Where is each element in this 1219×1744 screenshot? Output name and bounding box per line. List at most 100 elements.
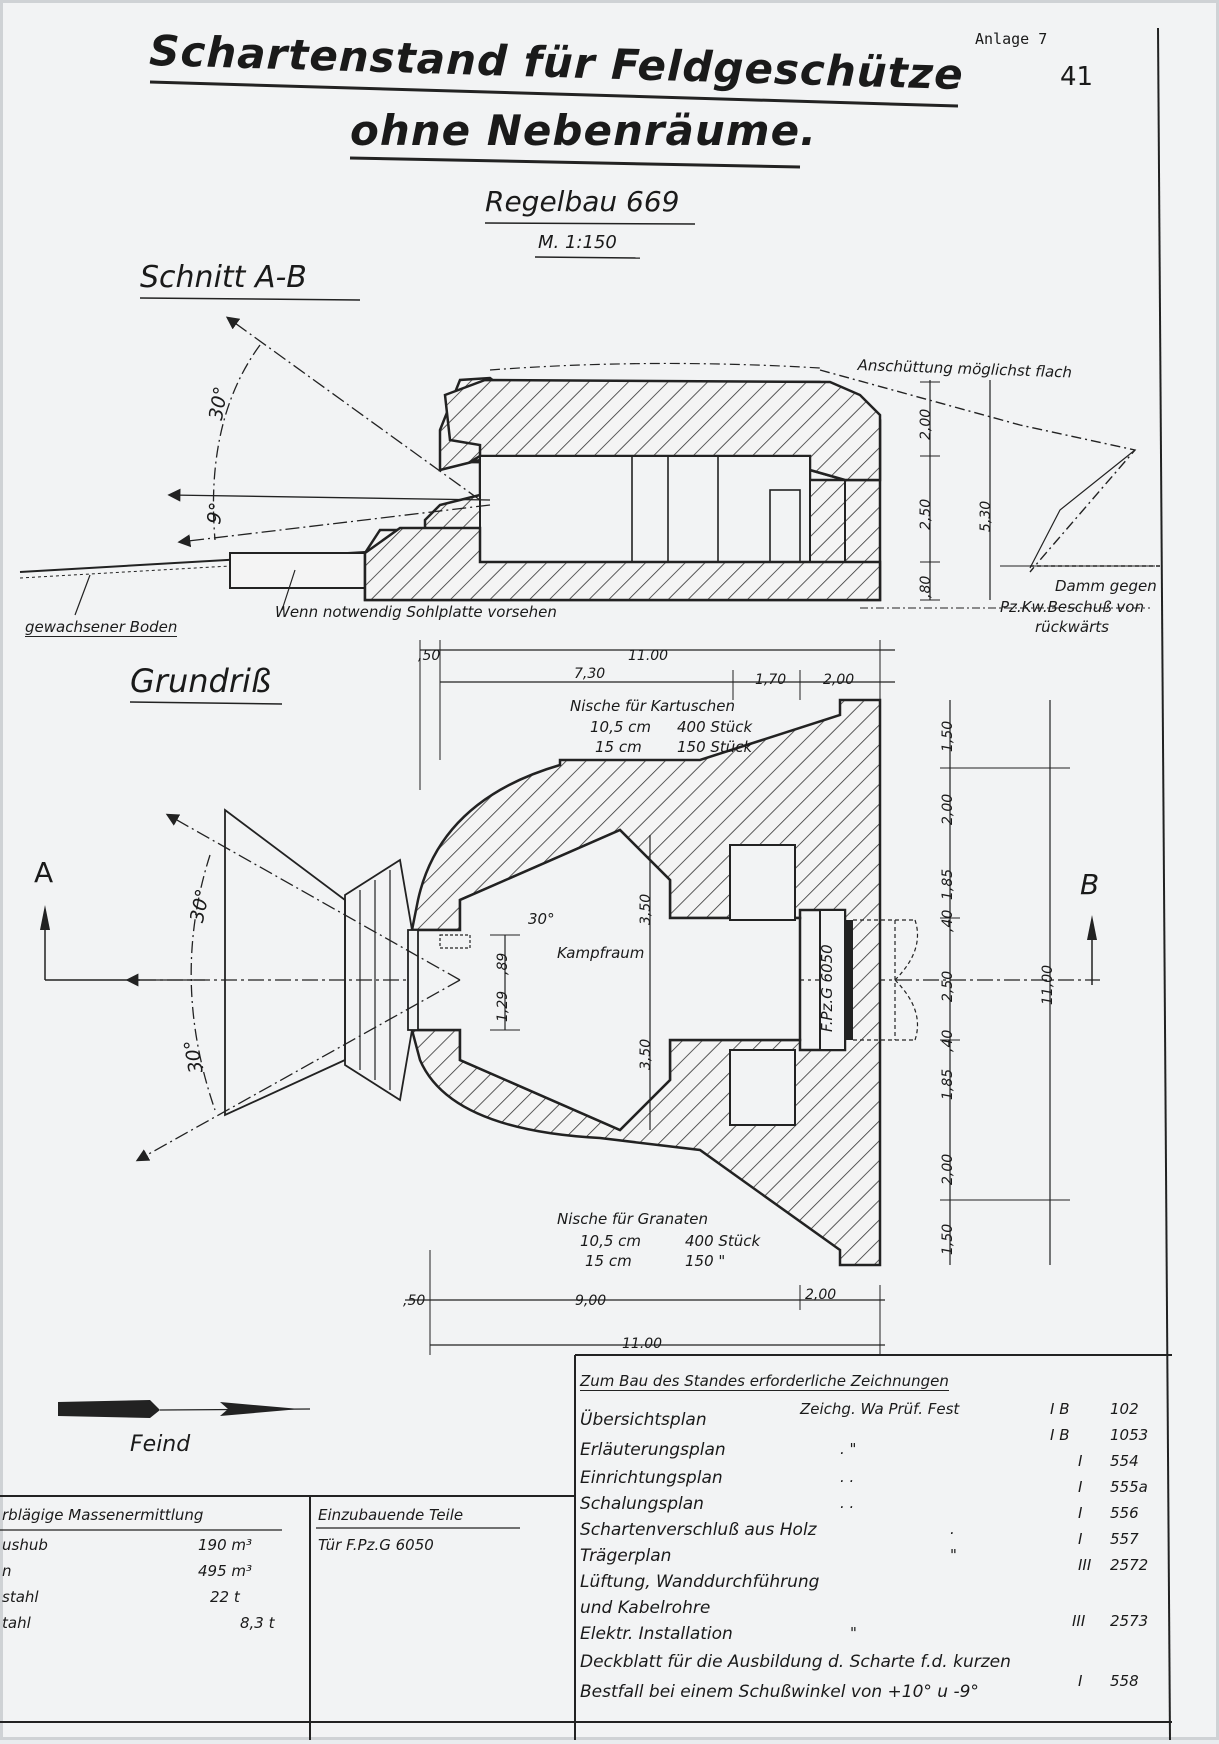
dim-room-top: 3,50 <box>638 893 654 925</box>
parts-table-title: Einzubauende Teile <box>318 1506 464 1524</box>
dim-right-6: ,40 <box>940 1029 956 1052</box>
drawing-row-class: I <box>1078 1452 1083 1470</box>
dim-bottom-total: 11.00 <box>622 1336 663 1352</box>
drawing-row-class: I <box>1078 1530 1083 1548</box>
dim-room-bottom: 3,50 <box>638 1038 654 1070</box>
drawing-row-ditto: . . <box>840 1494 855 1512</box>
label-a: A <box>34 856 54 889</box>
niche-bottom-title: Nische für Granaten <box>557 1210 708 1228</box>
dim-top-c: 2,00 <box>823 672 855 688</box>
drawing-row-ditto: . . <box>840 1468 855 1486</box>
enemy-arrow <box>58 1400 311 1418</box>
drawing-row-number: 1053 <box>1110 1426 1149 1444</box>
drawing-row-class: I B <box>1050 1400 1070 1418</box>
drawing-row-label: Übersichtsplan <box>580 1410 707 1430</box>
dim-right-total: 11,00 <box>1040 964 1056 1005</box>
note-dam-2: Pz.Kw.Beschuß von <box>1000 598 1144 616</box>
note-dam-1: Damm gegen <box>1055 577 1157 595</box>
niche-top-r2c2: 150 Stück <box>677 738 753 756</box>
drawing-row-label: Elektr. Installation <box>580 1624 733 1644</box>
niche-top-r1c1: 10,5 cm <box>590 718 652 736</box>
drawing-row-class: I <box>1078 1478 1083 1496</box>
angle-inner: 30° <box>528 910 555 928</box>
niche-bottom-r1c1: 10,5 cm <box>580 1232 642 1250</box>
niche-top-r1c2: 400 Stück <box>677 718 753 736</box>
scale-label: M. 1:150 <box>538 232 617 253</box>
room-label: Kampfraum <box>557 944 645 962</box>
dim-top-b: 1,70 <box>755 672 787 688</box>
type-label: Regelbau 669 <box>485 185 680 218</box>
dim-right-7: 1,85 <box>940 1068 956 1100</box>
note-ground: gewachsener Boden <box>25 618 178 637</box>
mass-row-value: 8,3 t <box>240 1614 275 1632</box>
plan-title: Grundriß <box>130 662 272 700</box>
drawing-row-number: 558 <box>1110 1672 1139 1690</box>
dim-right-4: ,40 <box>940 909 956 932</box>
dim-embrasure-1: 1,29 <box>495 990 511 1022</box>
plan-view <box>40 640 1100 1355</box>
drawing-row-number: 554 <box>1110 1452 1139 1470</box>
drawing-row-label: Einrichtungsplan <box>580 1468 723 1488</box>
niche-bottom-r2c1: 15 cm <box>585 1252 632 1270</box>
section-angle-down: 9° <box>203 500 229 526</box>
drawing-row-label: Schartenverschluß aus Holz <box>580 1520 817 1540</box>
mass-row-label: n <box>2 1562 12 1580</box>
drawing-row-number: 2572 <box>1110 1556 1149 1574</box>
drawing-row-label: und Kabelrohre <box>580 1598 711 1618</box>
dim-right-9: 1,50 <box>940 1223 956 1255</box>
dim-bottom-right: 2,00 <box>805 1287 837 1303</box>
dim-top-offset: ,50 <box>418 648 441 664</box>
drawing-row-number: 555a <box>1110 1478 1148 1496</box>
mass-table-title: rblägige Massenermittlung <box>2 1506 204 1524</box>
niche-bottom-r1c2: 400 Stück <box>685 1232 761 1250</box>
drawing-row-number: 556 <box>1110 1504 1139 1522</box>
drawing-row-number: 102 <box>1110 1400 1139 1418</box>
note-dam-3: rückwärts <box>1035 618 1109 636</box>
dim-right-5: 2,50 <box>940 970 956 1002</box>
mass-row-value: 190 m³ <box>198 1536 253 1554</box>
mass-row-label: tahl <box>2 1614 31 1632</box>
dim-embrasure-2: ,89 <box>495 952 511 975</box>
section-dim-bottom: ,80 <box>918 575 934 598</box>
drawing-row-label: Trägerplan <box>580 1546 672 1566</box>
dim-right-1: 1,50 <box>940 720 956 752</box>
dim-right-2: 2,00 <box>940 793 956 825</box>
drawing-row-class: I <box>1078 1504 1083 1522</box>
drawing-row-ditto: " <box>950 1546 957 1564</box>
drawing-row-class: III <box>1078 1556 1092 1574</box>
mass-row-label: ushub <box>2 1536 48 1554</box>
section-view <box>19 316 1160 616</box>
drawing-row-ditto: . " <box>840 1440 857 1458</box>
drawing-row-label: Lüftung, Wanddurchführung <box>580 1572 820 1592</box>
niche-top-r2c1: 15 cm <box>595 738 642 756</box>
right-border <box>1157 27 1171 1741</box>
drawing-row-class: III <box>1072 1612 1086 1630</box>
dim-top-total: 11.00 <box>628 648 669 664</box>
section-title: Schnitt A-B <box>140 260 307 295</box>
dim-right-8: 2,00 <box>940 1153 956 1185</box>
mass-row-value: 495 m³ <box>198 1562 253 1580</box>
dim-bottom-offset: ,50 <box>403 1293 426 1309</box>
mass-row-value: 22 t <box>210 1588 240 1606</box>
drawing-row-label: Schalungsplan <box>580 1494 704 1514</box>
title-line-2: ohne Nebenräume. <box>350 106 818 155</box>
mass-row-label: stahl <box>2 1588 39 1606</box>
dim-bottom-main: 9,00 <box>575 1293 607 1309</box>
drawings-table-title: Zum Bau des Standes erforderliche Zeichn… <box>580 1372 949 1391</box>
section-dim-top: 2,00 <box>918 408 934 440</box>
drawing-row-ditto: . <box>950 1520 955 1538</box>
parts-row: Tür F.Pz.G 6050 <box>318 1536 434 1554</box>
door-label: F.Pz.G 6050 <box>818 944 836 1032</box>
note-slab: Wenn notwendig Sohlplatte vorsehen <box>275 603 557 621</box>
dim-right-3: 1,85 <box>940 868 956 900</box>
drawing-row-number: 2573 <box>1110 1612 1149 1630</box>
section-dim-total: 5,30 <box>978 500 994 532</box>
niche-top-title: Nische für Kartuschen <box>570 697 736 715</box>
section-dim-mid: 2,50 <box>918 498 934 530</box>
enemy-label: Feind <box>130 1432 191 1457</box>
dim-top-a: 7,30 <box>574 666 606 682</box>
niche-bottom-r2c2: 150 " <box>685 1252 726 1270</box>
drawing-row-label: Deckblatt für die Ausbildung d. Scharte … <box>580 1652 1011 1672</box>
